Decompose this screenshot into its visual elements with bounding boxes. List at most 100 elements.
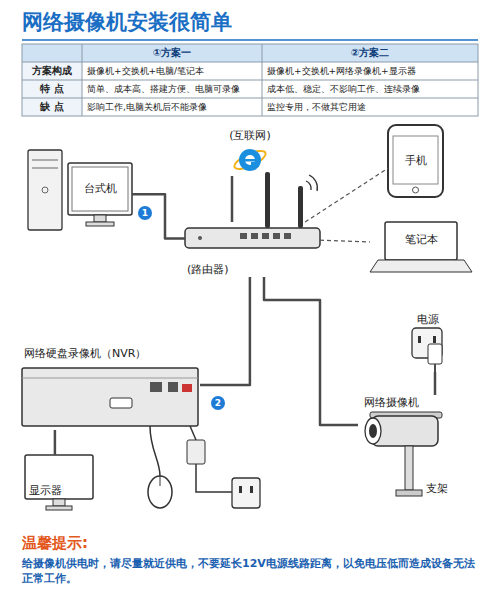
bracket-plate [396,490,422,496]
router-port [284,233,291,239]
power-adapter [428,344,442,364]
node-label: (互联网) [229,129,271,142]
part-label: 支架 [426,482,470,496]
display-screen [25,455,93,499]
outlet-hole [250,486,253,493]
wifi-wave [309,175,317,191]
phone-body [388,125,443,197]
power-outlet: 电源 [400,312,455,372]
antenna [265,172,270,228]
title-rule [22,39,478,41]
cable [200,277,250,385]
table-cell: 成本低、稳定、不影响工作、连续录像 [262,80,478,98]
table-cell: 监控专用，不做其它用途 [262,98,478,116]
table-rule [82,44,83,116]
table-cell: 影响工作,电脑关机后不能录像 [82,98,262,116]
display-base [46,506,72,510]
pc-tower [28,150,62,230]
ie-orbit [232,147,268,172]
row-header: 特 点 [22,80,82,98]
table-row-head-band [22,62,82,116]
router-port [273,233,280,239]
diagram-title: 网络摄像机安装很简单 [22,8,478,36]
router-port [240,233,247,239]
pc-screen [72,167,128,211]
nvr-recorder: 网络硬盘录像机（NVR） [20,345,200,430]
table-header: ②方案二 [262,44,478,62]
nvr-body [22,368,198,426]
node-label: 台式机 [84,182,117,195]
router-led [198,236,202,240]
node-label: 网络摄像机 [364,396,419,409]
ie-globe [239,149,261,171]
wifi-wave [306,181,311,190]
node-label: 网络硬盘录像机（NVR） [24,347,146,360]
camera-body [372,416,438,446]
table-border [22,44,478,116]
table-rule [22,62,478,63]
cable [434,372,437,395]
display-stand [53,499,65,506]
power-button [42,187,48,193]
callout-circle [211,396,225,410]
table-header: ①方案一 [82,44,262,62]
laptop-screen [385,222,457,260]
outlet-hole [433,336,436,343]
cable [264,277,358,425]
nvr-power-adapter [187,440,205,464]
power-switch [182,384,192,392]
network-camera: 网络摄像机 [358,395,448,465]
ie-bar [243,159,257,162]
outlet-hole [239,486,242,493]
outlet-hole [418,336,421,343]
pc-monitor [68,163,132,215]
wireless-link [320,240,370,242]
nvr-power-cord [196,464,232,492]
row-header: 缺 点 [22,98,82,116]
monitor-stand [94,215,106,222]
cable [231,176,234,222]
table-header-band [22,44,478,62]
phone-button [413,187,419,193]
internet-icon: (互联网) [215,128,285,176]
table-rule [22,80,478,81]
nvr-power-cord [190,426,196,440]
cable [132,194,185,238]
node-label: 显示器 [29,484,62,497]
router-port [262,233,269,239]
mouse-button-line [160,476,161,486]
tip-note: 给摄像机供电时，请尽量就近供电，不要延长12V电源线路距离，以免电压低而造成设备… [22,556,478,590]
node-label: 电源 [417,313,439,326]
table-rule [262,44,263,116]
adapter-cord [434,364,436,372]
wall-outlet [232,478,260,508]
nvr-port [168,382,178,392]
router-port [251,233,258,239]
mobile-phone: 手机 [388,125,443,197]
vga-port [110,398,132,408]
node-label: 笔记本 [405,233,438,246]
mouse [148,476,172,508]
camera-bracket [405,446,413,490]
display-monitor: 显示器 [25,455,93,513]
camera-glass [369,424,377,438]
tip-heading: 温馨提示: [22,533,142,553]
laptop-base [370,260,472,272]
camera-lens [365,418,381,444]
table-cell: 摄像机+交换机+网络录像机+显示器 [262,62,478,80]
monitor-base [86,222,114,226]
callout-number: 2 [211,396,225,410]
desktop-pc: 台式机 [68,163,132,215]
callout-number: 1 [138,206,152,220]
nvr-edge [22,378,198,379]
nvr-port [150,382,162,392]
wireless-link [305,168,388,222]
node-label: 手机 [405,154,427,167]
row-header: 方案构成 [22,62,82,80]
node-label: (路由器) [187,263,229,276]
router: (路由器) [185,222,320,277]
antenna [298,186,303,228]
laptop: 笔记本 [370,222,472,272]
